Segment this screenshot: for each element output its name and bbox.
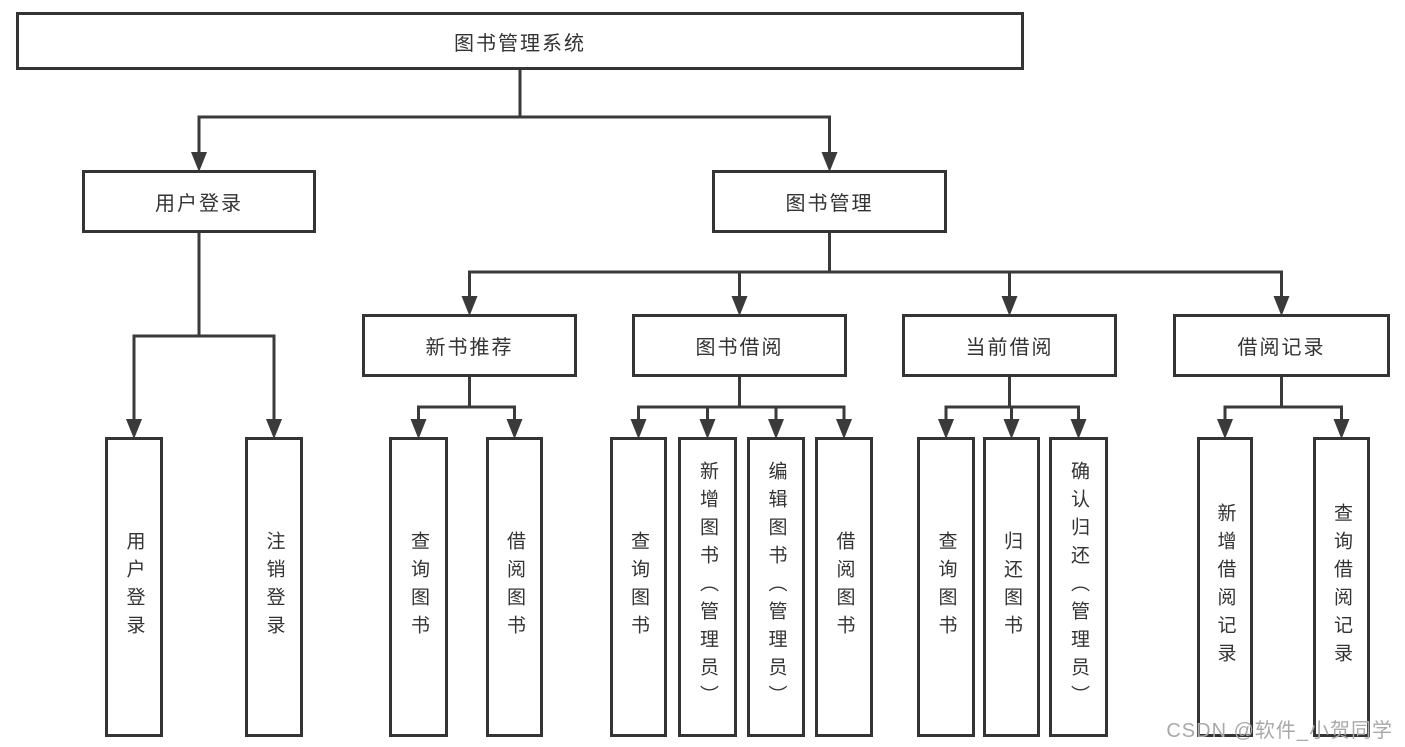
node-leaf-user-login: 用户登录 <box>105 437 163 737</box>
node-library-management-system: 图书管理系统 <box>16 12 1024 70</box>
node-leaf-query-books-borrow: 查询图书 <box>610 437 667 737</box>
node-leaf-query-books-current: 查询图书 <box>917 437 975 737</box>
node-user-login: 用户登录 <box>82 170 316 233</box>
node-label: 图书管理 <box>785 193 874 215</box>
node-leaf-confirm-return-admin: 确认归还（管理员） <box>1049 437 1108 737</box>
node-leaf-borrow-books-rec: 借阅图书 <box>486 437 543 737</box>
watermark: CSDN @软件_小贺同学 <box>1166 720 1393 742</box>
node-label: 借阅记录 <box>1237 337 1326 359</box>
node-leaf-add-book-admin: 新增图书（管理员） <box>678 437 737 737</box>
node-label: 查询图书 <box>628 531 649 643</box>
node-book-borrowing: 图书借阅 <box>632 314 847 377</box>
node-leaf-logout: 注销登录 <box>245 437 303 737</box>
node-current-borrowing: 当前借阅 <box>902 314 1117 377</box>
node-leaf-return-books: 归还图书 <box>983 437 1040 737</box>
node-label: 确认归还（管理员） <box>1068 461 1089 713</box>
node-label: 用户登录 <box>123 531 145 643</box>
node-label: 新书推荐 <box>425 337 514 359</box>
node-label: 新增图书（管理员） <box>697 461 718 713</box>
node-label: 用户登录 <box>155 193 243 215</box>
node-label: 借阅图书 <box>833 531 855 643</box>
node-leaf-edit-book-admin: 编辑图书（管理员） <box>747 437 805 737</box>
node-label: 归还图书 <box>1001 531 1022 643</box>
node-label: 编辑图书（管理员） <box>765 461 787 713</box>
node-new-book-recommendation: 新书推荐 <box>362 314 577 377</box>
node-book-management: 图书管理 <box>712 170 947 233</box>
node-label: 查询图书 <box>935 531 957 643</box>
node-leaf-add-borrow-record: 新增借阅记录 <box>1197 437 1253 737</box>
node-label: 借阅图书 <box>504 531 525 643</box>
node-label: 当前借阅 <box>965 337 1054 359</box>
node-label: 查询借阅记录 <box>1331 503 1352 671</box>
node-label: 图书管理系统 <box>454 32 586 55</box>
node-label: 查询图书 <box>408 531 429 643</box>
node-label: 图书借阅 <box>695 337 784 359</box>
node-borrowing-records: 借阅记录 <box>1173 314 1390 377</box>
node-leaf-query-books-rec: 查询图书 <box>389 437 448 737</box>
node-label: 新增借阅记录 <box>1214 503 1236 671</box>
node-leaf-query-borrow-record: 查询借阅记录 <box>1313 437 1370 737</box>
node-label: 注销登录 <box>263 531 285 643</box>
node-leaf-borrow-books: 借阅图书 <box>815 437 873 737</box>
